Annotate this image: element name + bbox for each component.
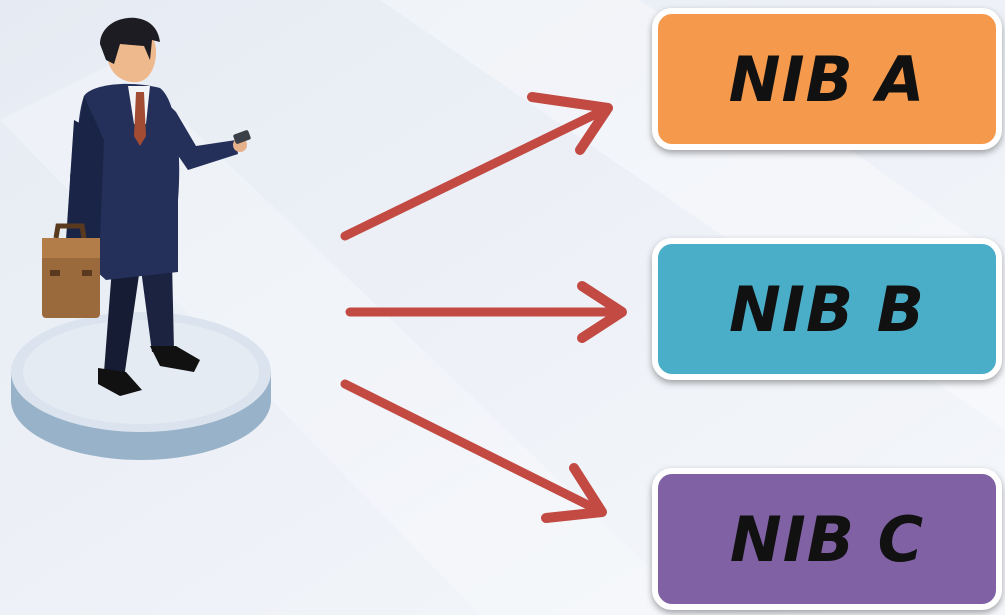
briefcase-icon [42, 223, 100, 318]
nib-a-box: NIB A [652, 8, 1002, 150]
businessman-icon [66, 17, 251, 396]
phone-icon [233, 130, 251, 144]
nib-a-label: NIB A [728, 42, 926, 116]
nib-b-box: NIB B [652, 238, 1002, 380]
pedestal-icon [11, 312, 271, 460]
arrow-to-nib-c [340, 379, 607, 523]
nib-c-label: NIB C [729, 502, 925, 576]
nib-b-label: NIB B [728, 272, 926, 346]
nib-c-box: NIB C [652, 468, 1002, 610]
arrow-to-nib-a [340, 92, 613, 241]
arrow-to-nib-b [345, 281, 627, 343]
